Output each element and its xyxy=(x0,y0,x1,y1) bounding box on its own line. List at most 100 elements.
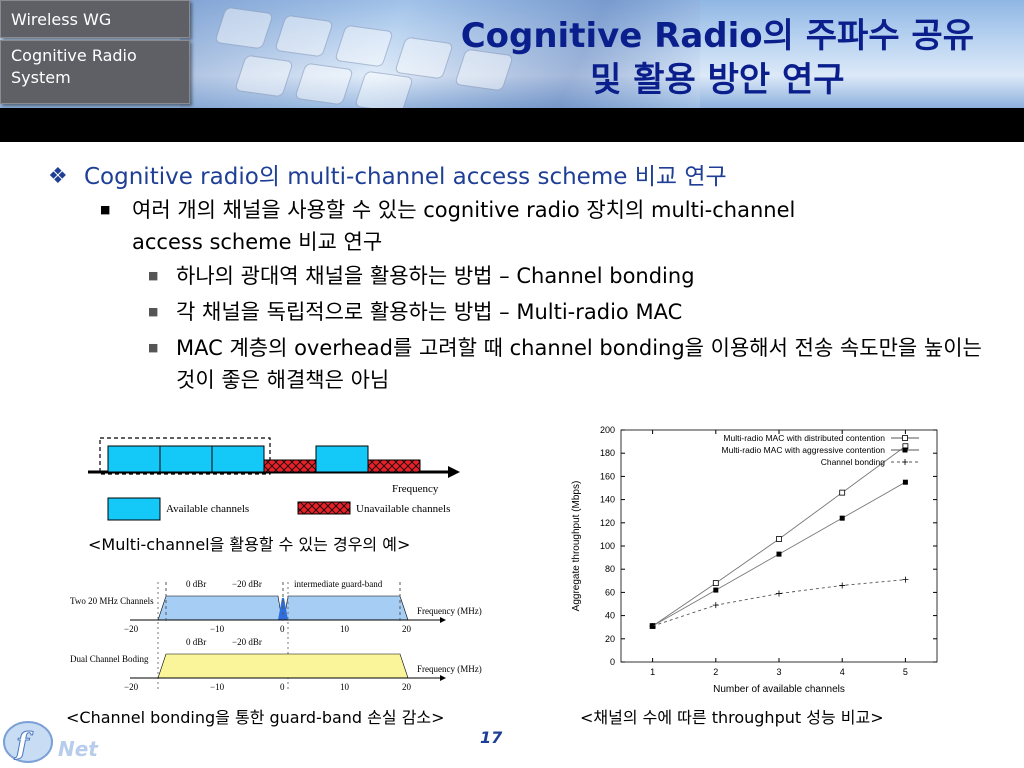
legend-available-label: Available channels xyxy=(166,503,249,515)
legend-label: Channel bonding xyxy=(821,457,886,467)
bonded-channel-spectrum xyxy=(157,653,409,679)
y-tick-label: 160 xyxy=(600,471,615,481)
bullet-list: ❖ Cognitive radio의 multi-channel access … xyxy=(48,160,1008,396)
available-channel xyxy=(159,445,213,473)
section-tab-cognitive-radio[interactable]: Cognitive Radio System xyxy=(0,40,190,104)
guard-band-label: intermediate guard-band xyxy=(294,579,383,589)
legend-unavailable-hatch xyxy=(298,502,350,514)
unavailable-channel-hatch xyxy=(264,460,316,472)
bullet-level3-text: MAC 계층의 overhead를 고려할 때 channel bonding을… xyxy=(176,336,982,392)
data-point xyxy=(776,551,782,557)
y-tick-label: 100 xyxy=(600,541,615,551)
y-tick-label: 40 xyxy=(605,611,615,621)
data-point xyxy=(839,489,846,496)
channel-spectrum-left xyxy=(157,595,283,621)
plot-area xyxy=(620,429,938,663)
bullet-level2-line1: 여러 개의 채널을 사용할 수 있는 cognitive radio 장치의 m… xyxy=(132,198,796,222)
x-axis-label: Number of available channels xyxy=(713,684,845,695)
frequency-axis-arrow-icon xyxy=(448,466,460,478)
tick-label: 20 xyxy=(402,624,412,634)
axis-arrow-icon xyxy=(440,617,446,623)
y-axis-label: Aggregate throughput (Mbps) xyxy=(571,481,582,612)
tick-label: 20 xyxy=(402,682,412,692)
x-tick-label: 5 xyxy=(903,667,908,677)
frequency-mhz-label: Frequency (MHz) xyxy=(417,664,482,674)
y-tick-label: 60 xyxy=(605,587,615,597)
legend-unavailable-label: Unavailable channels xyxy=(356,503,450,515)
x-tick-label: 1 xyxy=(650,667,655,677)
section-tab-label-line1: Cognitive Radio xyxy=(11,46,137,65)
dual-channel-label: Dual Channel Boding xyxy=(70,654,149,664)
bullet-level1: ❖ Cognitive radio의 multi-channel access … xyxy=(48,160,1008,194)
section-tab-label-line2: System xyxy=(11,68,71,87)
y-tick-label: 200 xyxy=(600,426,615,435)
y-tick-label: 180 xyxy=(600,448,615,458)
zero-dbr-label: 0 dBr xyxy=(186,637,206,647)
square-bullet-icon: ■ xyxy=(148,341,159,354)
data-point xyxy=(902,479,908,485)
x-tick-label: 2 xyxy=(713,667,718,677)
legend-label: Multi-radio MAC with distributed content… xyxy=(723,433,885,443)
bonded-channel-group-outline xyxy=(99,437,271,475)
available-channel xyxy=(107,445,161,473)
square-bullet-icon: ■ xyxy=(148,269,159,282)
y-tick-label: 80 xyxy=(605,564,615,574)
x-tick-label: 4 xyxy=(840,667,845,677)
data-point xyxy=(649,623,656,630)
tick-label: 10 xyxy=(340,624,350,634)
y-tick-label: 20 xyxy=(605,634,615,644)
frequency-label: Frequency xyxy=(392,483,439,495)
axis-arrow-icon xyxy=(440,675,446,681)
figure-caption-multichannel: <Multi-channel을 활용할 수 있는 경우의 예> xyxy=(88,535,411,554)
tick-label: −10 xyxy=(210,682,225,692)
series-line xyxy=(652,579,906,627)
data-point xyxy=(713,587,719,593)
tick-label: −20 xyxy=(124,624,139,634)
slide-title-line1: Cognitive Radio의 주파수 공유 xyxy=(460,16,974,56)
page-number: 17 xyxy=(480,728,503,747)
data-point xyxy=(776,536,782,542)
slide-title: Cognitive Radio의 주파수 공유 및 활용 방안 연구 xyxy=(461,14,974,102)
square-bullet-icon: ■ xyxy=(148,305,159,318)
multi-channel-diagram: Frequency Available channels Unavailable… xyxy=(88,437,460,521)
x-tick-label: 3 xyxy=(776,667,781,677)
unavailable-channel-hatch xyxy=(368,460,420,472)
tick-label: 10 xyxy=(340,682,350,692)
legend-marker xyxy=(902,447,908,453)
data-point xyxy=(712,602,719,609)
diamond-bullet-icon: ❖ xyxy=(48,164,68,189)
figure-caption-guard-band: <Channel bonding을 통한 guard-band 손실 감소> xyxy=(66,708,445,727)
keyboard-background-image xyxy=(180,0,700,108)
bullet-level3-text: 각 채널을 독립적으로 활용하는 방법 – Multi-radio MAC xyxy=(176,300,683,324)
bullet-level3: ■ 각 채널을 독립적으로 활용하는 방법 – Multi-radio MAC xyxy=(48,296,1006,328)
data-point xyxy=(902,576,909,583)
tick-label: −20 xyxy=(124,682,139,692)
two-20mhz-label: Two 20 MHz Channels xyxy=(70,596,154,606)
section-tab-wireless-wg[interactable]: Wireless WG xyxy=(0,0,190,38)
bullet-level3-text: 하나의 광대역 채널을 활용하는 방법 – Channel bonding xyxy=(176,264,695,288)
square-bullet-icon: ■ xyxy=(100,203,111,216)
zero-dbr-label: 0 dBr xyxy=(186,579,206,589)
logo-text: Net xyxy=(58,737,99,761)
data-point xyxy=(839,515,845,521)
tick-label: 0 xyxy=(280,624,285,634)
tick-label: −10 xyxy=(210,624,225,634)
y-tick-label: 140 xyxy=(600,495,615,505)
channel-spectrum-right xyxy=(283,595,409,621)
section-tab-label: Wireless WG xyxy=(11,10,112,29)
legend-available-swatch xyxy=(107,497,161,521)
available-channel xyxy=(315,445,369,473)
available-channel xyxy=(211,445,265,473)
legend-marker xyxy=(902,459,908,465)
tick-label: 0 xyxy=(280,682,285,692)
bullet-level3: ■ MAC 계층의 overhead를 고려할 때 channel bondin… xyxy=(48,332,1006,396)
bullet-level1-text: Cognitive radio의 multi-channel access sc… xyxy=(84,164,727,190)
minus20-dbr-label: −20 dBr xyxy=(232,637,262,647)
guard-band-diagram: 0 dBr −20 dBr intermediate guard-band Fr… xyxy=(70,579,482,692)
logo-circle xyxy=(3,721,53,763)
legend-marker xyxy=(902,435,908,441)
y-tick-label: 0 xyxy=(610,657,615,667)
y-tick-label: 120 xyxy=(600,518,615,528)
bullet-level2: ■ 여러 개의 채널을 사용할 수 있는 cognitive radio 장치의… xyxy=(48,194,992,258)
